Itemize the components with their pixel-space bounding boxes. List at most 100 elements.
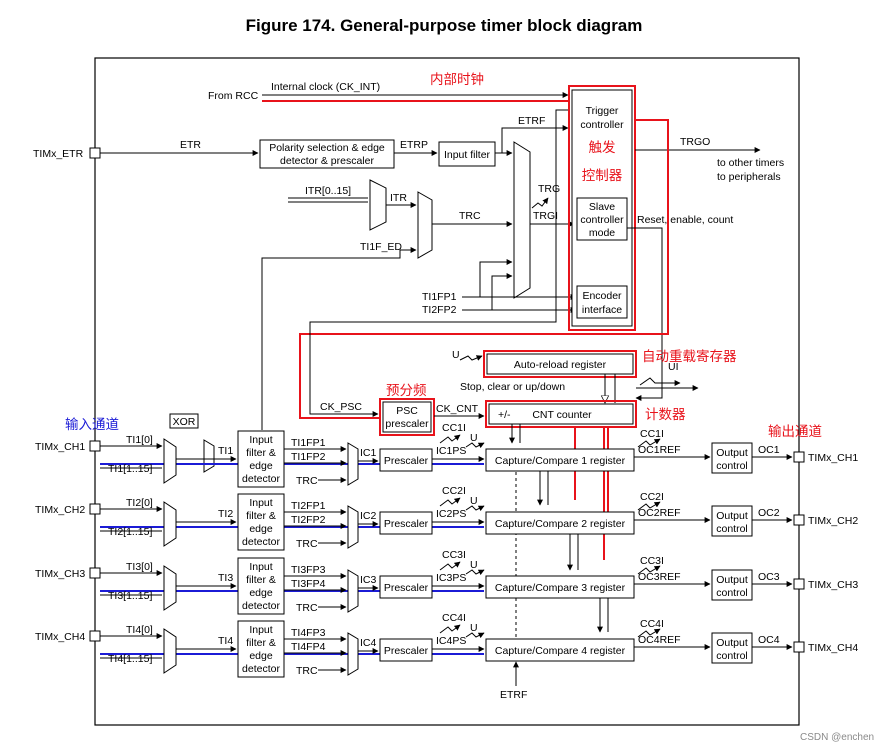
ch4-pin-label: TIMx_CH4 [35,631,85,643]
itr-mux [369,179,387,231]
ch1-tirange-label: TI1[1..15] [108,463,152,475]
ch4-input-pin [89,630,101,642]
ch2-trc-label: TRC [296,538,318,550]
ch3-filter-text-4: detector [242,600,280,612]
ch4-oc-label: OC4 [758,634,780,646]
ch3-cci-arrow [439,561,461,571]
ch2-output-text-1: Output [716,510,748,522]
ch4-prescaler-block [379,638,433,662]
ch1-output-pin [793,451,805,463]
ch4-fpa-label: TI4FP3 [291,627,326,639]
ch3-filter-text-3: edge [249,587,273,599]
input-filter-block [438,141,496,167]
ch3-prescaler-text: Prescaler [384,582,429,594]
ch1-output-block [711,442,753,474]
ch4-output-pin [793,641,805,653]
ch4-cc-out-label: CC4I [640,618,664,630]
trgo-label: TRGO [680,136,710,148]
ch2-filter-text-1: Input [249,497,272,509]
ch4-tirange-label: TI4[1..15] [108,653,152,665]
ch2-tirange-label: TI2[1..15] [108,526,152,538]
etrf-label: ETRF [518,115,545,127]
xor-text: XOR [173,416,196,428]
slave-controller-block [576,197,628,241]
etrf-bottom-label: ETRF [500,689,527,701]
ch1-cci-label: CC1I [442,422,466,434]
ch4-output-text-2: control [716,650,748,662]
etrf-line [495,125,569,154]
ch1-ti0-label: TI1[0] [126,434,153,446]
ch4-ti0-label: TI4[0] [126,624,153,636]
ch1-ccr-text: Capture/Compare 1 register [495,455,626,467]
ti1fp1-line [462,259,513,298]
auto-reload-text: Auto-reload register [514,359,607,371]
polarity-block [259,139,395,169]
encoder-block [576,285,628,319]
plus-minus-text: +/- [498,409,511,421]
ch3-ic-label: IC3 [360,574,377,586]
ch2-output-text-2: control [716,523,748,535]
reset-enable-line [627,227,663,401]
trigger-controller-highlight [568,85,636,331]
psc-text-1: PSC [396,405,418,417]
ch4-filter-text-3: edge [249,650,273,662]
ch3-output-pin [793,578,805,590]
ch3-fpb-label: TI3FP4 [291,578,326,590]
xor-block [169,413,199,429]
ck-psc-line [309,109,568,417]
trgi-label: TRGI [533,210,558,222]
ch1-ic-label: IC1 [360,447,377,459]
trigger-cn-2: 控制器 [582,168,623,184]
ch3-output-text-1: Output [716,574,748,586]
ch3-filter-text-1: Input [249,561,272,573]
ch4-cc-out-arrow [637,628,661,638]
ch4-icps-label: IC4PS [436,635,466,647]
ch2-input-pin [89,503,101,515]
ch4-ti-label: TI4 [218,635,233,647]
ch1-cc-out-arrow [637,438,661,448]
ch2-cc-out-label: CC2I [640,491,664,503]
ch2-ccr-text: Capture/Compare 2 register [495,518,626,530]
ch1-ic-mux [347,442,359,486]
cnt-counter-highlight [485,400,637,428]
itr-range-label: ITR[0..15] [305,185,351,197]
ch3-fpa-label: TI3FP3 [291,564,326,576]
ck-psc-label: CK_PSC [320,401,362,413]
polarity-text-2: detector & prescaler [280,155,374,167]
ck-cnt-label: CK_CNT [436,403,479,415]
ch3-ti0-label: TI3[0] [126,561,153,573]
ch3-ic-mux [347,569,359,613]
ch1-oc-label: OC1 [758,444,780,456]
ch2-output-pin [793,514,805,526]
input-channels-cn: 输入通道 [65,417,119,433]
ch4-out-pin-label: TIMx_CH4 [808,642,858,654]
auto-reload-block [486,353,634,375]
ch3-u-label: U [470,559,478,571]
ch3-cc-out-arrow [637,565,661,575]
to-other-timers: to other timers [717,157,784,169]
ch3-ocref-label: OC3REF [638,571,681,583]
ch1-filter-text-2: filter & [246,447,276,459]
ch2-ccr-block [485,511,635,535]
ch1-fpa-label: TI1FP1 [291,437,326,449]
timx-etr-label: TIMx_ETR [33,148,84,160]
watermark: CSDN @enchen [800,732,874,743]
ch1-filter-text-3: edge [249,460,273,472]
ch2-input-mux [163,501,177,547]
ch1-prescaler-text: Prescaler [384,455,429,467]
psc-block [382,401,432,433]
ch2-filter-text-3: edge [249,523,273,535]
ch1-u-arrow [465,442,485,449]
ch2-prescaler-text: Prescaler [384,518,429,530]
counter-cn: 计数器 [645,407,686,423]
ch2-u-arrow [465,505,485,512]
ch1-output-text-2: control [716,460,748,472]
u-ar-arrow [459,355,483,361]
ch1-input-pin [89,440,101,452]
etr-label: ETR [180,139,201,151]
ch4-output-text-1: Output [716,637,748,649]
ti1fp1-label: TI1FP1 [422,291,457,303]
input-filter-text: Input filter [444,149,491,161]
ch2-icps-label: IC2PS [436,508,466,520]
